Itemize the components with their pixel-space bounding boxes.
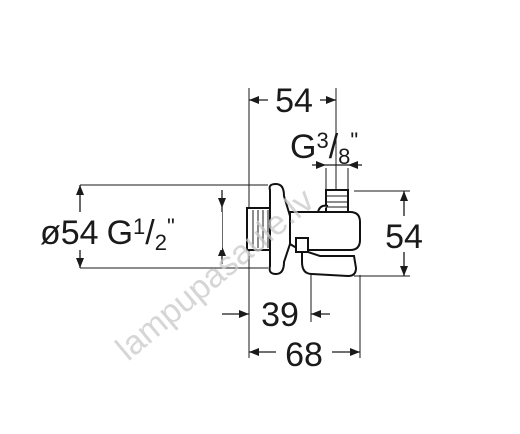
outlet-thread-label: G3/8" — [290, 128, 358, 169]
outlet-stub-shape — [325, 189, 349, 213]
bottom-offset-label: 39 — [261, 296, 299, 334]
dimension-right-height: 54 — [378, 191, 430, 276]
dimension-top-width: 54 — [249, 80, 336, 120]
top-width-label: 54 — [275, 82, 313, 120]
dimension-outlet-thread: G3/8" — [290, 128, 362, 169]
lever-handle-shape — [301, 248, 358, 278]
overall-length-label: 68 — [285, 336, 323, 374]
dimension-bottom-offset: 39 — [222, 296, 330, 334]
dimension-overall-length: 68 — [249, 334, 360, 374]
angle-valve-body — [246, 182, 361, 278]
right-height-label: 54 — [385, 218, 423, 256]
